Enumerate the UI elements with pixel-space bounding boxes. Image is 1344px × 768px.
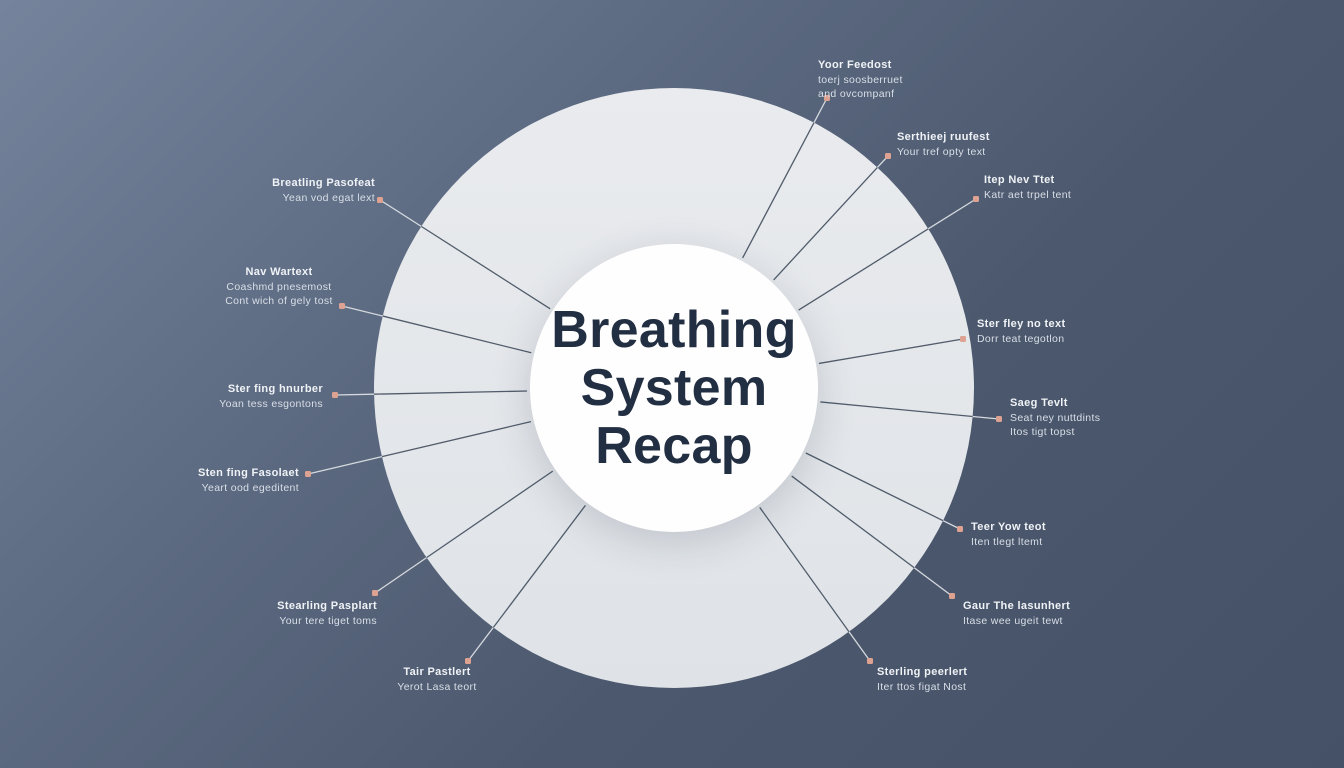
spoke-dot xyxy=(885,153,891,159)
spoke-line-outer xyxy=(813,97,828,123)
spoke-dot xyxy=(465,658,471,664)
spoke-line-outer xyxy=(913,567,953,597)
spoke-line-inner xyxy=(382,315,532,354)
spoke-dot xyxy=(824,95,830,101)
spoke-line-outer xyxy=(334,393,375,396)
spoke-line-outer xyxy=(467,627,494,662)
spoke-dot xyxy=(305,471,311,477)
spoke-dot xyxy=(960,336,966,342)
spoke-dot xyxy=(377,197,383,203)
spoke-line-inner xyxy=(791,475,915,569)
spoke-dot xyxy=(973,196,979,202)
spoke-line-outer xyxy=(374,557,427,594)
spoke-line-inner xyxy=(805,452,944,522)
diagram-title-line: System xyxy=(580,358,768,417)
diagram-title-line: Recap xyxy=(595,417,753,476)
spoke-dot xyxy=(332,392,338,398)
spoke-dot xyxy=(339,303,345,309)
spoke-line-inner xyxy=(773,167,878,281)
spoke-line-inner xyxy=(759,507,850,633)
spoke-dot xyxy=(996,416,1002,422)
spoke-dot xyxy=(372,590,378,596)
spoke-line-inner xyxy=(798,228,929,311)
diagram-title-line: Breathing xyxy=(551,300,797,359)
spoke-line-outer xyxy=(848,631,871,662)
spoke-line-inner xyxy=(381,420,532,458)
spoke-line-inner xyxy=(374,390,528,395)
spoke-line-inner xyxy=(492,504,586,628)
spoke-dot xyxy=(949,593,955,599)
spoke-line-outer xyxy=(341,305,383,317)
spoke-line-inner xyxy=(420,225,551,310)
spoke-line-outer xyxy=(927,198,977,230)
spoke-line-outer xyxy=(307,455,383,475)
spoke-line-outer xyxy=(379,199,422,227)
spoke-line-inner xyxy=(818,338,964,365)
spoke-dot xyxy=(957,526,963,532)
spoke-line-inner xyxy=(820,401,973,418)
spoke-line-inner xyxy=(742,122,815,259)
spoke-line-outer xyxy=(972,415,1000,420)
spoke-line-inner xyxy=(426,470,554,559)
spoke-dot xyxy=(867,658,873,664)
